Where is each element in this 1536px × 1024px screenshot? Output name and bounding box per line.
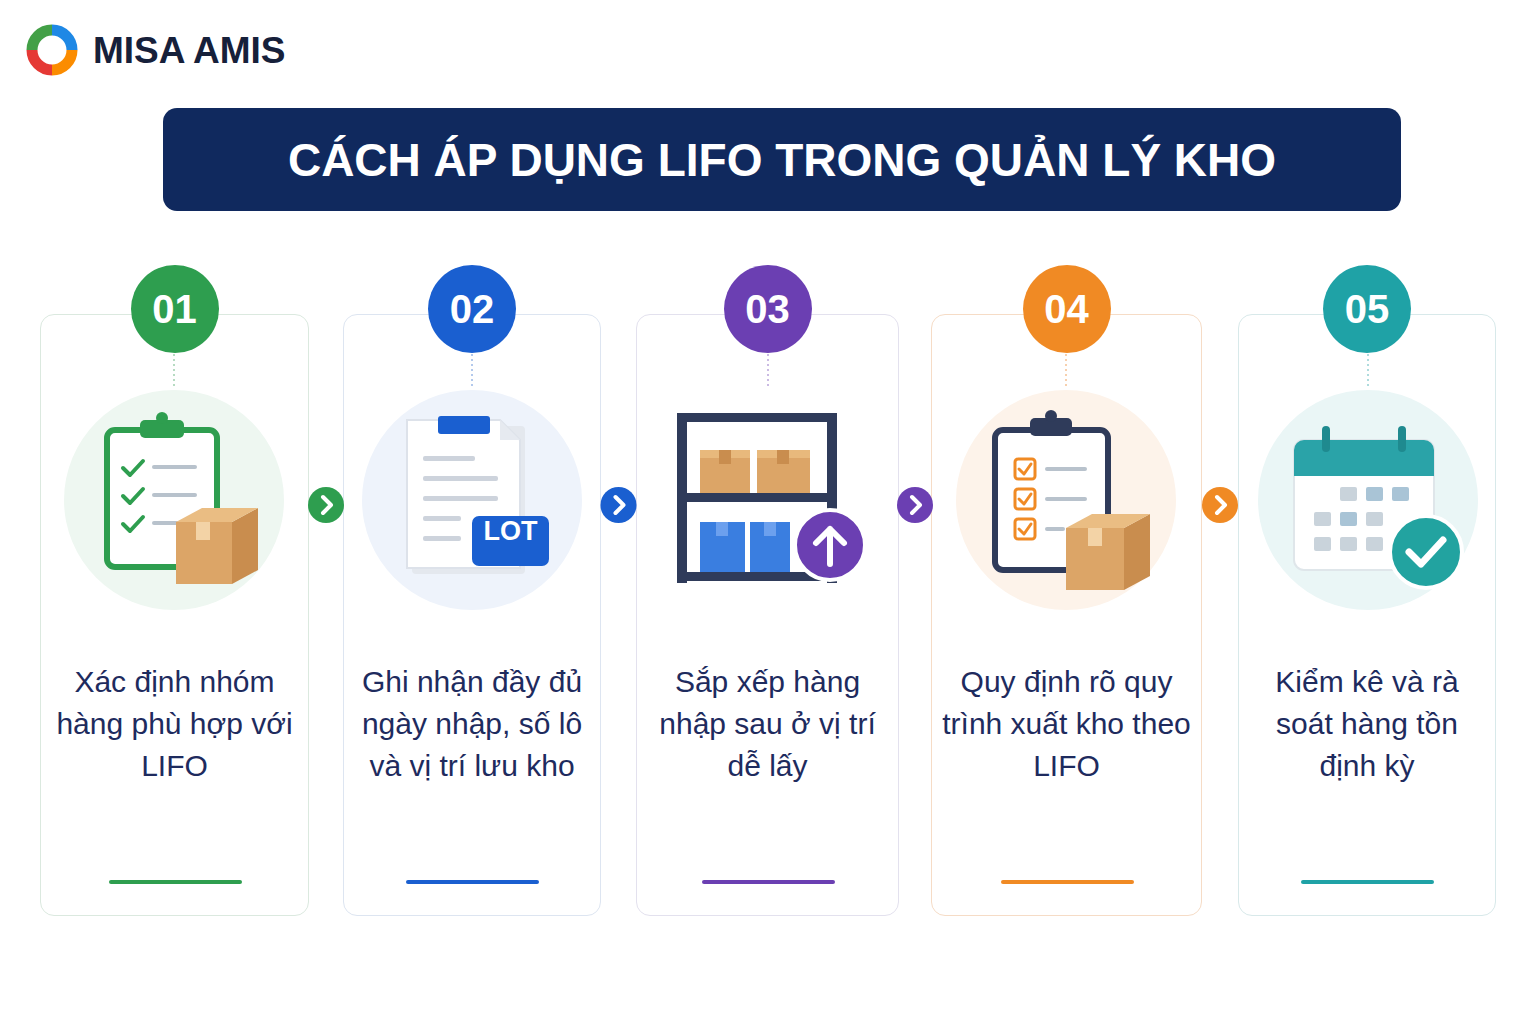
step-connector [308,487,344,523]
arrow-badge [897,487,933,523]
step-text: Quy định rõ quy trình xuất kho theo LIFO [942,661,1191,787]
checklist-icon [995,410,1150,590]
accent-bar [1301,880,1434,884]
calendar-icon [1294,426,1462,588]
arrow-head [323,497,331,513]
step-number: 05 [1323,265,1411,353]
step-card: 02Ghi nhận đầy đủ ngày nhập, số lô và vị… [343,314,601,916]
arrow-badge [601,487,637,523]
step-card: 03Sắp xếp hàng nhập sau ở vị trí dễ lấy [636,314,899,916]
lot-badge-text: LOT [472,516,549,566]
arrow-badge [1202,487,1238,523]
arrow-head [912,497,920,513]
arrow-head [616,497,624,513]
step-card: 05Kiểm kê và rà soát hàng tồn định kỳ [1238,314,1496,916]
connector-line [899,504,931,506]
number-stems [174,354,1368,388]
accent-bar [1001,880,1134,884]
brand-name: MISA AMIS [93,30,286,74]
step-number: 02 [428,265,516,353]
step-connector [897,487,933,523]
step-text: Ghi nhận đầy đủ ngày nhập, số lô và vị t… [354,661,590,787]
connector-line [309,504,343,506]
step-text: Xác định nhóm hàng phù hợp với LIFO [51,661,298,787]
step-number: 01 [131,265,219,353]
icon-backdrops [64,390,1478,610]
connector-line [601,504,636,506]
arrow-badge [308,487,344,523]
cardboard-box [176,508,258,584]
step-number: 03 [724,265,812,353]
step-text: Sắp xếp hàng nhập sau ở vị trí dễ lấy [647,661,888,787]
connector-line [1202,504,1238,506]
step-card: 01Xác định nhóm hàng phù hợp với LIFO [40,314,309,916]
step-connector [1202,487,1238,523]
arrow-head [1217,497,1225,513]
accent-bar [702,880,835,884]
document-icon [407,416,549,574]
accent-bar [406,880,539,884]
step-number: 04 [1023,265,1111,353]
accent-bar [109,880,242,884]
shelf-icon [677,413,865,583]
step-connector [601,487,637,523]
step-card: 04Quy định rõ quy trình xuất kho theo LI… [931,314,1202,916]
title-text: CÁCH ÁP DỤNG LIFO TRONG QUẢN LÝ KHO [288,133,1276,187]
logo-icon [32,30,72,70]
step-text: Kiểm kê và rà soát hàng tồn định kỳ [1249,661,1485,787]
title-banner: CÁCH ÁP DỤNG LIFO TRONG QUẢN LÝ KHO [163,108,1401,211]
